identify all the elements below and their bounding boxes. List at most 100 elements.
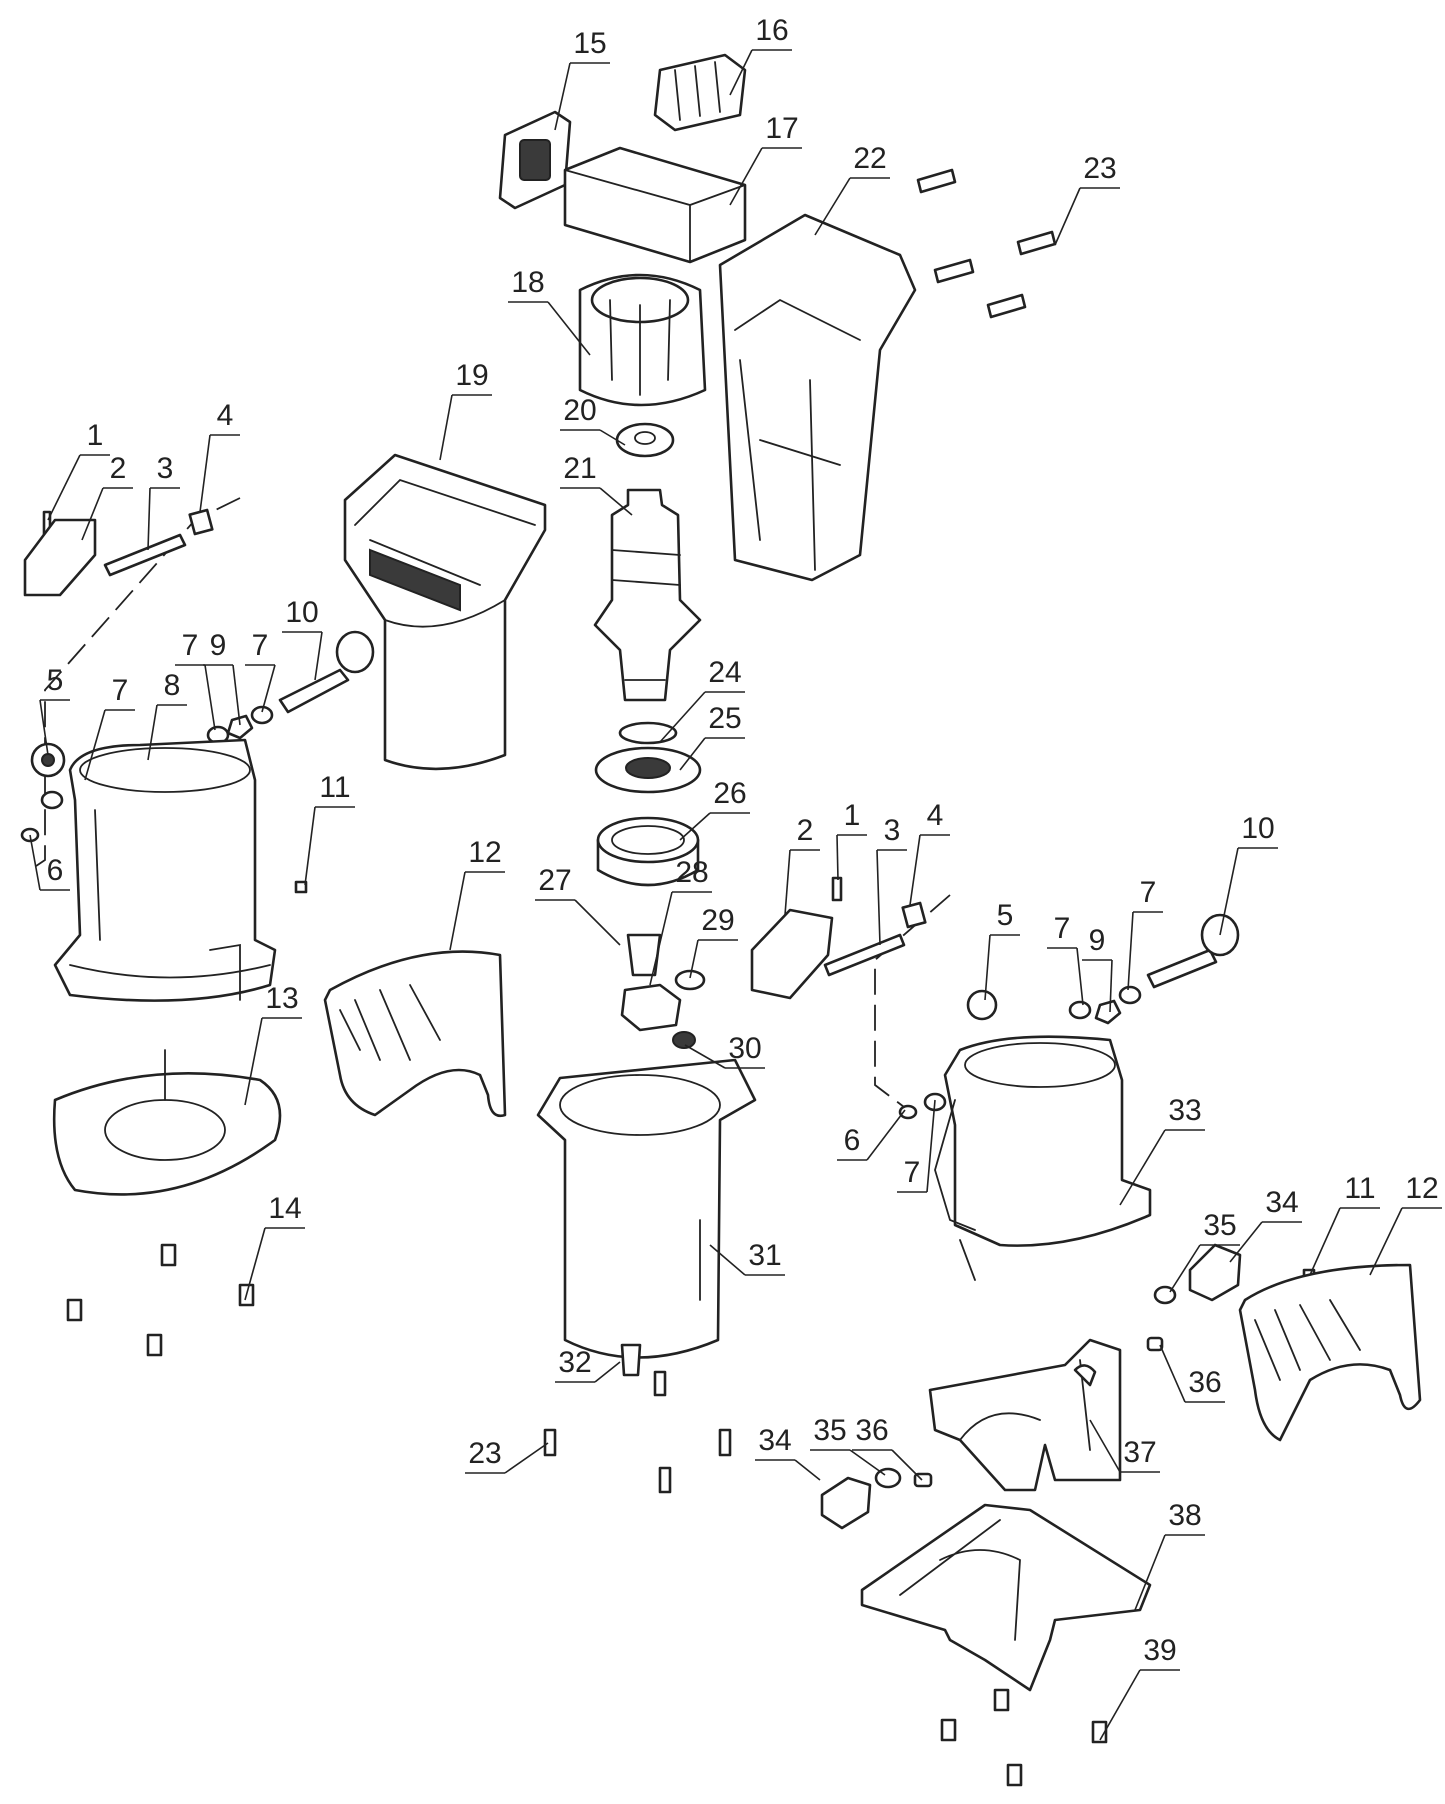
callout-leader-line: [261, 664, 276, 713]
callout-p27a: 27: [535, 864, 621, 946]
callout-p23a: 23: [1054, 152, 1120, 246]
callout-p7f: 7: [897, 1099, 936, 1193]
callout-number: 37: [1123, 1436, 1156, 1469]
part-20-bearing: [615, 422, 675, 458]
callout-p28a: 28: [649, 856, 712, 986]
callout-p7d: 7: [1047, 912, 1084, 1006]
callout-number: 1: [87, 419, 104, 452]
callout-p10a: 10: [282, 596, 323, 681]
callout-number: 33: [1168, 1094, 1201, 1127]
callout-p1a: 1: [47, 419, 110, 521]
part-7-washers-left: [40, 705, 274, 810]
callout-number: 17: [765, 112, 798, 145]
callout-number: 21: [563, 452, 596, 485]
part-9-nut-right: [1094, 999, 1122, 1025]
callout-p7e: 7: [1127, 876, 1163, 991]
callout-number: 16: [755, 14, 788, 47]
callout-p3b: 3: [876, 814, 907, 946]
callout-leader-line: [659, 691, 706, 743]
part-2-bracket-left: [23, 518, 97, 597]
callout-leader-line: [47, 454, 81, 521]
callout-leader-line: [679, 812, 711, 841]
callout-p34a: 34: [755, 1424, 821, 1481]
callout-leader-line: [244, 1017, 263, 1106]
callout-p34b: 34: [1229, 1186, 1302, 1263]
callout-leader-line: [244, 1227, 266, 1301]
callout-p1b: 1: [836, 799, 867, 881]
part-5-knob-left: [30, 742, 66, 778]
part-25-ball-bearing: [594, 746, 702, 794]
callout-p36a: 36: [852, 1414, 923, 1481]
part-30-nut: [672, 1031, 696, 1049]
callout-number: 2: [110, 452, 127, 485]
callout-number: 7: [112, 674, 129, 707]
callout-p7c: 7: [245, 629, 276, 713]
callout-number: 22: [853, 142, 886, 175]
part-6-washer-right: [898, 1104, 918, 1120]
callout-p10b: 10: [1219, 812, 1278, 936]
part-7-washers-right: [923, 985, 1142, 1112]
callout-p20a: 20: [560, 394, 626, 446]
right-assembly-guide-line: [874, 894, 951, 1111]
callout-p5b: 5: [984, 899, 1020, 1001]
callout-number: 13: [265, 982, 298, 1015]
callout-p7a: 7: [84, 674, 135, 781]
callout-p2b: 2: [784, 814, 820, 916]
callout-leader-line: [1159, 1344, 1186, 1403]
part-10-depth-knob-right: [1146, 913, 1240, 989]
callout-leader-line: [729, 49, 753, 96]
callout-number: 3: [884, 814, 901, 847]
part-13-sub-base-left: [52, 1049, 282, 1196]
callout-leader-line: [679, 737, 706, 771]
part-34-knob-bottom: [820, 1476, 872, 1530]
callout-p5a: 5: [39, 664, 70, 756]
callout-number: 14: [268, 1192, 301, 1225]
callout-leader-line: [1219, 847, 1239, 936]
part-3-threaded-rod-right: [823, 933, 906, 977]
callout-leader-line: [1229, 1221, 1263, 1263]
part-23-screws-bottom: [543, 1370, 732, 1494]
callout-p14a: 14: [244, 1192, 305, 1301]
callout-p8a: 8: [147, 669, 187, 761]
part-37-tilt-bracket: [928, 1338, 1122, 1492]
part-39-screws-right: [940, 1688, 1108, 1787]
callout-leader-line: [1099, 1669, 1141, 1741]
callout-leader-line: [649, 891, 673, 986]
part-23-screws-top: [916, 168, 1057, 319]
part-27-collet: [626, 933, 662, 977]
callout-leader-line: [574, 899, 621, 946]
part-12-guard-right: [1238, 1263, 1422, 1442]
callout-p16a: 16: [729, 14, 792, 96]
callout-number: 9: [1089, 924, 1106, 957]
callout-leader-line: [554, 62, 571, 131]
callout-leader-line: [709, 1244, 746, 1276]
callout-p37a: 37: [1089, 1419, 1160, 1473]
part-36-pin-right: [1146, 1336, 1164, 1352]
callout-p21a: 21: [560, 452, 633, 516]
part-38-offset-sub-base: [860, 1503, 1152, 1692]
callout-leader-line: [866, 1109, 906, 1161]
callout-number: 11: [319, 771, 350, 804]
callout-number: 29: [701, 904, 734, 937]
callout-p12a: 12: [449, 836, 505, 951]
part-24-retaining-ring: [618, 721, 678, 745]
callout-number: 28: [675, 856, 708, 889]
part-31-fixed-base: [536, 1058, 757, 1359]
callout-p25a: 25: [679, 702, 745, 771]
callout-leader-line: [836, 834, 839, 881]
callout-number: 15: [573, 27, 606, 60]
part-16-switch: [653, 53, 747, 132]
callout-leader-line: [39, 699, 49, 756]
callout-p19a: 19: [439, 359, 492, 461]
callout-number: 8: [164, 669, 181, 702]
callout-number: 26: [713, 777, 746, 810]
part-12-guard-left: [323, 950, 507, 1118]
callout-p31a: 31: [709, 1239, 785, 1276]
callout-leader-line: [547, 301, 591, 356]
callout-number: 3: [157, 452, 174, 485]
callout-p38a: 38: [1134, 1499, 1205, 1611]
callout-p24a: 24: [659, 656, 745, 743]
callout-number: 5: [47, 664, 64, 697]
